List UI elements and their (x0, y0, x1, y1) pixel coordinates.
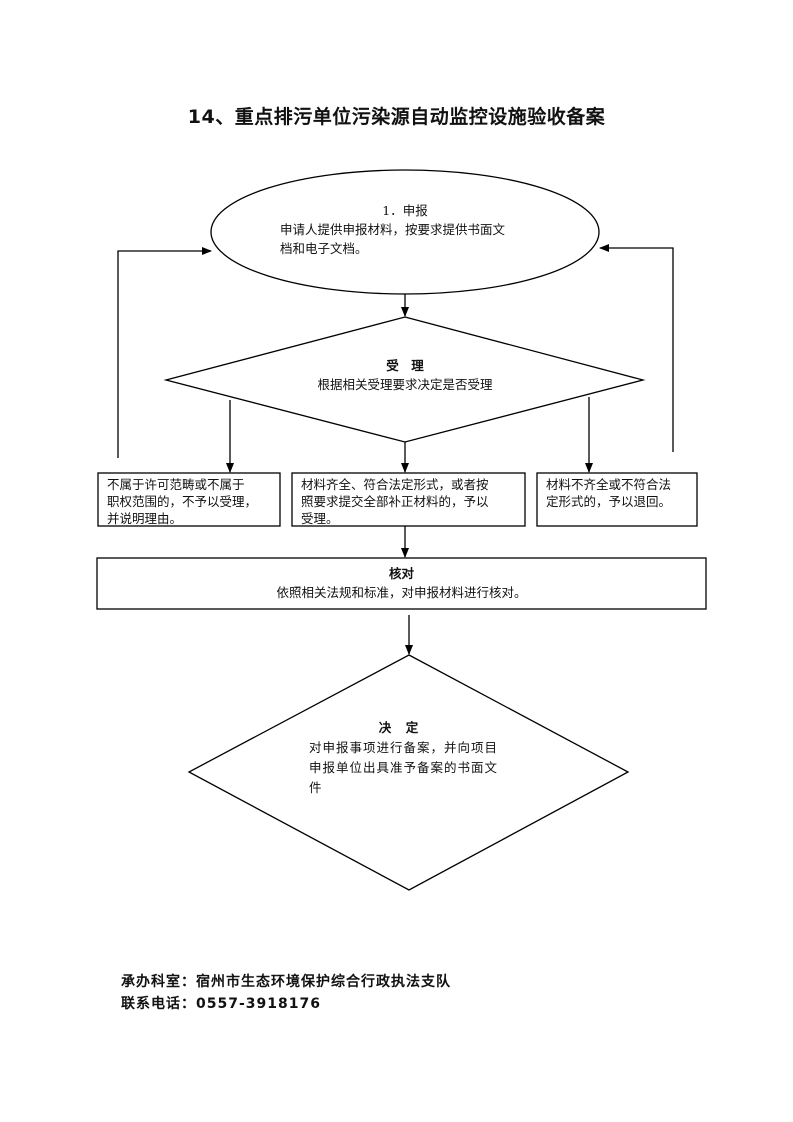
outcome-left-box (97, 472, 281, 527)
return-arrow-right (599, 244, 674, 452)
verify-heading: 核对 (388, 566, 414, 581)
outcome-right-node: 材料不齐全或不符合法 定形式的，予以退回。 (546, 476, 694, 510)
outcome-right-line-1: 材料不齐全或不符合法 (546, 477, 672, 492)
page-title: 14、重点排污单位污染源自动监控设施验收备案 (187, 106, 606, 128)
outcome-middle-line-3: 受理。 (301, 511, 339, 526)
outcome-left-line-2: 职权范围的，不予以受理， (107, 494, 258, 509)
decision-line-1: 对申报事项进行备案，并向项目 (309, 740, 499, 755)
outcome-right-line-2: 定形式的，予以退回。 (546, 494, 672, 509)
outcome-left-line-1: 不属于许可范畴或不属于 (107, 477, 245, 492)
outcome-middle-line-1: 材料齐全、符合法定形式，或者按 (301, 477, 489, 492)
report-heading: 1．申报 (382, 203, 428, 218)
footer-phone: 联系电话：0557-3918176 (121, 996, 321, 1012)
outcome-middle-node: 材料齐全、符合法定形式，或者按 照要求提交全部补正材料的，予以 受理。 (301, 476, 523, 527)
outcome-left-node: 不属于许可范畴或不属于 职权范围的，不予以受理， 并说明理由。 (107, 476, 279, 527)
outcome-middle-line-2: 照要求提交全部补正材料的，予以 (301, 494, 489, 509)
decision-node: 决 定 对申报事项进行备案，并向项目 申报单位出具准予备案的书面文 件 (309, 718, 529, 798)
decision-heading: 决 定 (378, 720, 420, 735)
decision-diamond (187, 654, 630, 891)
outcome-right-box (536, 472, 698, 527)
decision-line-3: 件 (309, 780, 323, 795)
decision-line-2: 申报单位出具准予备案的书面文 (309, 760, 499, 775)
verify-box (96, 557, 707, 610)
verify-node: 核对 依照相关法规和标准，对申报材料进行核对。 (97, 564, 706, 602)
return-arrow-left (117, 247, 212, 458)
acceptance-node: 受 理 根据相关受理要求决定是否受理 (245, 356, 565, 394)
report-line-2: 档和电子文档。 (280, 241, 368, 256)
verify-body: 依照相关法规和标准，对申报材料进行核对。 (276, 585, 527, 600)
report-node: 1．申报 申请人提供申报材料，按要求提供书面文 档和电子文档。 (280, 201, 530, 258)
outcome-middle-box (291, 472, 526, 527)
report-line-1: 申请人提供申报材料，按要求提供书面文 (280, 222, 506, 237)
outcome-left-line-3: 并说明理由。 (107, 511, 183, 526)
acceptance-heading: 受 理 (386, 358, 424, 373)
footer-department: 承办科室：宿州市生态环境保护综合行政执法支队 (121, 974, 451, 990)
acceptance-body: 根据相关受理要求决定是否受理 (317, 377, 493, 392)
